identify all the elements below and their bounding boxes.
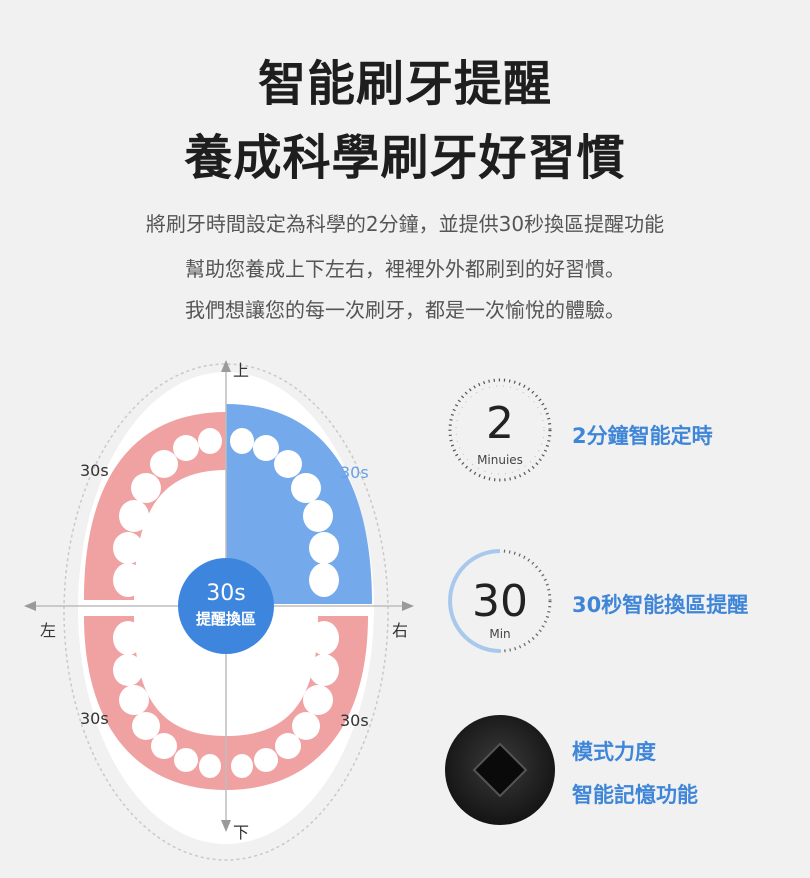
direction-down-label: 下 bbox=[233, 823, 249, 842]
tooth bbox=[254, 748, 278, 772]
feature-label-timer: 2分鐘智能定時 bbox=[572, 424, 713, 448]
tooth bbox=[230, 428, 254, 454]
feature-label-memory: 智能記憶功能 bbox=[572, 783, 698, 807]
center-reminder-badge bbox=[178, 558, 274, 654]
progress-arc bbox=[448, 549, 501, 653]
tooth bbox=[292, 712, 320, 740]
tooth bbox=[253, 435, 279, 461]
center-badge-text: 提醒換區 bbox=[196, 610, 256, 628]
arrow-left-icon bbox=[24, 601, 36, 611]
tooth bbox=[151, 733, 177, 759]
diamond-shape bbox=[472, 742, 528, 798]
tooth bbox=[199, 754, 221, 778]
dial-unit: Minuies bbox=[477, 453, 523, 467]
tooth bbox=[131, 473, 161, 503]
tooth bbox=[113, 654, 143, 686]
tooth bbox=[119, 685, 149, 715]
tooth bbox=[174, 748, 198, 772]
direction-left-label: 左 bbox=[40, 621, 56, 640]
clock-dial-icon: 2 Minuies bbox=[448, 378, 552, 482]
tooth bbox=[113, 621, 143, 655]
arrow-down-icon bbox=[221, 820, 231, 832]
lower-teeth bbox=[113, 621, 339, 778]
tooth bbox=[309, 621, 339, 655]
tooth bbox=[309, 563, 339, 597]
description-line-3: 我們想讓您的每一次刷牙，都是一次愉悅的體驗。 bbox=[185, 298, 625, 322]
upper-teeth bbox=[113, 428, 339, 597]
feature-label-zone-reminder: 30秒智能換區提醒 bbox=[572, 593, 749, 617]
dial-unit: Min bbox=[489, 627, 510, 641]
title-line-2: 養成科學刷牙好習慣 bbox=[184, 130, 626, 186]
dial-number: 2 bbox=[486, 398, 514, 449]
brushing-zones-diagram: 上 下 左 右 30s 30s 30s 30s 30s 提醒換區 bbox=[24, 360, 414, 861]
feature-label-mode: 模式力度 bbox=[572, 740, 656, 764]
outer-guide-ring bbox=[63, 363, 389, 861]
direction-right-label: 右 bbox=[392, 621, 408, 640]
tooth bbox=[198, 428, 222, 454]
diamond-button-icon bbox=[445, 715, 555, 825]
tooth bbox=[113, 532, 143, 564]
arrow-up-icon bbox=[221, 360, 231, 372]
quadrant-bottom-right-time: 30s bbox=[340, 711, 369, 730]
tooth bbox=[309, 654, 339, 686]
tooth bbox=[274, 450, 302, 478]
progress-dial-icon: 30 Min bbox=[448, 549, 552, 653]
description-line-1: 將刷牙時間設定為科學的2分鐘，並提供30秒換區提醒功能 bbox=[145, 212, 665, 236]
center-badge-time: 30s bbox=[206, 581, 245, 606]
arrow-right-icon bbox=[402, 601, 414, 611]
dial-number: 30 bbox=[472, 576, 528, 627]
quadrant-top-left-time: 30s bbox=[80, 461, 109, 480]
tooth bbox=[150, 450, 178, 478]
tooth bbox=[231, 754, 253, 778]
tooth bbox=[173, 435, 199, 461]
tooth bbox=[309, 532, 339, 564]
direction-up-label: 上 bbox=[233, 361, 249, 380]
tooth bbox=[303, 685, 333, 715]
tooth bbox=[303, 500, 333, 532]
quadrant-top-right-time: 30s bbox=[340, 463, 369, 482]
tooth bbox=[275, 733, 301, 759]
tooth bbox=[291, 473, 321, 503]
tooth bbox=[113, 563, 143, 597]
quadrant-bottom-left-time: 30s bbox=[80, 709, 109, 728]
tooth bbox=[132, 712, 160, 740]
title-line-1: 智能刷牙提醒 bbox=[257, 56, 552, 112]
tooth bbox=[119, 500, 149, 532]
description-line-2: 幫助您養成上下左右，裡裡外外都刷到的好習慣。 bbox=[185, 257, 625, 281]
